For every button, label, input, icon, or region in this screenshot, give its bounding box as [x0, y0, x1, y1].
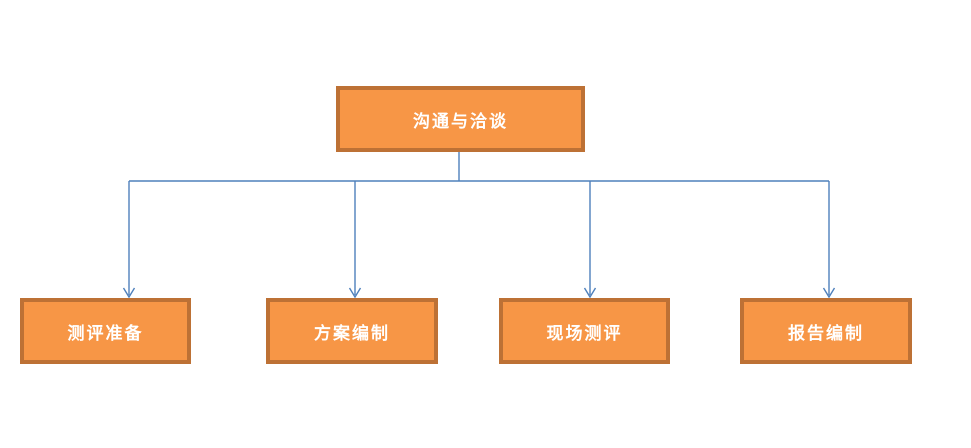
node-report-compilation[interactable]: 报告编制	[740, 298, 912, 364]
node-onsite-evaluation[interactable]: 现场测评	[499, 298, 670, 364]
node-label: 沟通与洽谈	[413, 111, 508, 132]
arrowhead-down-icon	[122, 287, 136, 299]
node-label: 报告编制	[788, 323, 864, 344]
node-label: 测评准备	[67, 323, 144, 344]
arrowhead-down-icon	[822, 287, 836, 299]
node-plan-compilation[interactable]: 方案编制	[266, 298, 438, 364]
node-communication-negotiation[interactable]: 沟通与洽谈	[336, 86, 585, 152]
arrowhead-down-icon	[348, 287, 362, 299]
node-label: 方案编制	[314, 323, 390, 344]
node-evaluation-preparation[interactable]: 测评准备	[20, 298, 191, 364]
node-label: 现场测评	[546, 323, 623, 344]
arrowhead-down-icon	[583, 287, 597, 299]
